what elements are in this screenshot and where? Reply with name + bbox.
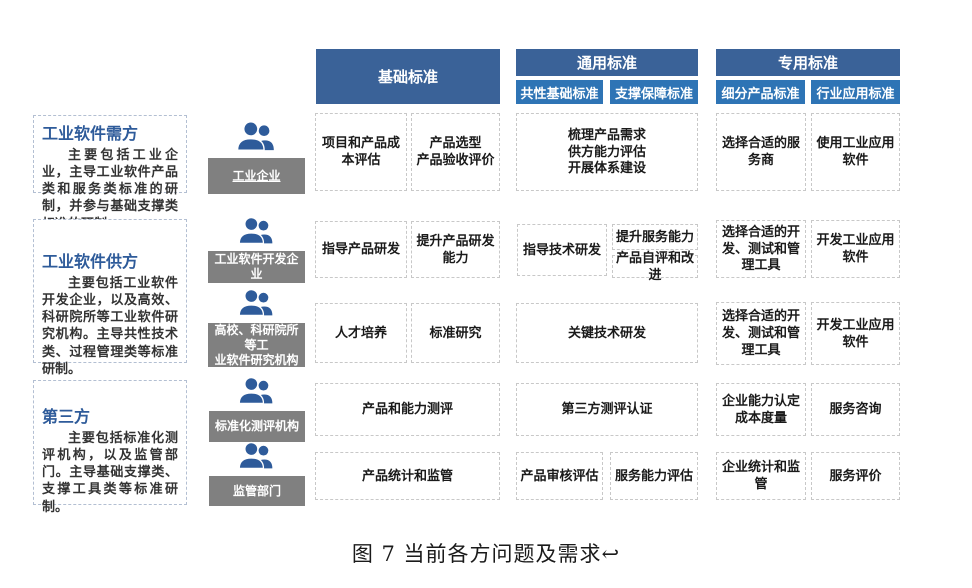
actor-label: 工业软件开发企业 <box>208 251 305 283</box>
role-desc: 主要包括标准化测评机构，以及监管部门。主导基础支撑类、支撑工具类等标准研制。 <box>42 430 178 514</box>
cell-r2-develop-software: 开发工业应用 软件 <box>811 220 900 278</box>
cell-r2-guide-tech-rd: 指导技术研发 <box>517 224 607 276</box>
role-desc: 主要包括工业软件开发企业，以及高效、科研院所等工业软件研究机构。主导共性技术类、… <box>42 275 178 376</box>
people-icon <box>236 376 278 410</box>
people-icon <box>236 216 278 250</box>
cell-r2-improve-rd-ability: 提升产品研发 能力 <box>411 221 500 278</box>
role-title: 第三方 <box>42 409 91 426</box>
header-special-standards: 专用标准 <box>716 49 900 76</box>
actor-label: 监管部门 <box>209 476 305 506</box>
cell-r2-self-eval-improve: 产品自评和改进 <box>612 250 698 282</box>
cell-r3-standard-research: 标准研究 <box>411 303 500 363</box>
actor-regulator: 监管部门 <box>209 441 305 506</box>
cell-r3-key-tech-rd: 关键技术研发 <box>516 303 698 363</box>
cell-r2-choose-dev-tools: 选择合适的开 发、测试和管 理工具 <box>716 220 806 278</box>
cell-r1-general-needs: 梳理产品需求 供方能力评估 开展体系建设 <box>516 113 698 191</box>
cell-r1-project-cost-eval: 项目和产品成 本评估 <box>315 113 407 191</box>
cell-r1-product-selection: 产品选型 产品验收评价 <box>411 113 500 191</box>
actor-research-institute: 高校、科研院所等工 业软件研究机构 <box>208 288 305 367</box>
cell-r3-develop-software: 开发工业应用 软件 <box>811 302 900 365</box>
subheader-industry-application-standards: 行业应用标准 <box>811 80 900 104</box>
subheader-support-guarantee-standards: 支撑保障标准 <box>610 80 698 104</box>
cell-r4-enterprise-ability: 企业能力认定 成本度量 <box>716 383 806 436</box>
subheader-segmented-product-standards: 细分产品标准 <box>716 80 805 104</box>
actor-testing-agency: 标准化测评机构 <box>209 376 305 442</box>
role-title: 工业软件需方 <box>42 126 139 143</box>
cell-r2-improve-service: 提升服务能力 <box>612 224 698 250</box>
actor-label: 工业企业 <box>208 158 305 194</box>
cell-r5-product-stats: 产品统计和监管 <box>315 452 500 500</box>
cell-r3-choose-dev-tools: 选择合适的开 发、测试和管 理工具 <box>716 302 806 365</box>
role-desc: 主要包括工业企业，主导工业软件产品类和服务类标准的研制，并参与基础支撑类标准的研… <box>42 147 178 231</box>
cell-r4-service-consulting: 服务咨询 <box>811 383 900 436</box>
cell-r4-third-party-cert: 第三方测评认证 <box>516 383 698 436</box>
figure-caption: 图 7 当前各方问题及需求↩ <box>351 542 621 566</box>
people-icon <box>236 441 278 475</box>
header-base-standards: 基础标准 <box>316 49 500 104</box>
cell-r5-service-ability-eval: 服务能力评估 <box>610 452 698 500</box>
role-title: 工业软件供方 <box>42 254 139 271</box>
cell-r5-enterprise-stats: 企业统计和监 管 <box>716 452 806 500</box>
actor-label: 高校、科研院所等工 业软件研究机构 <box>208 323 305 367</box>
actor-industrial-enterprise: 工业企业 <box>208 120 305 194</box>
cell-r5-service-rating: 服务评价 <box>811 452 900 500</box>
actor-label: 标准化测评机构 <box>209 411 305 442</box>
cell-r2-guide-product-rd: 指导产品研发 <box>315 221 407 278</box>
people-icon <box>236 288 278 322</box>
subheader-common-base-standards: 共性基础标准 <box>516 80 603 104</box>
header-general-standards: 通用标准 <box>516 49 698 76</box>
cell-r5-product-audit: 产品审核评估 <box>516 452 603 500</box>
cell-r3-talent-training: 人才培养 <box>315 303 407 363</box>
people-icon <box>234 120 280 157</box>
cell-r1-use-software: 使用工业应用 软件 <box>811 113 900 191</box>
actor-software-developer: 工业软件开发企业 <box>208 216 305 283</box>
cell-r1-choose-provider: 选择合适的服 务商 <box>716 113 806 191</box>
role-block-supply: 工业软件供方 主要包括工业软件开发企业，以及高效、科研院所等工业软件研究机构。主… <box>33 219 187 376</box>
cell-r4-product-ability-test: 产品和能力测评 <box>315 383 500 436</box>
role-block-third-party: 第三方 主要包括标准化测评机构，以及监管部门。主导基础支撑类、支撑工具类等标准研… <box>33 380 187 514</box>
role-block-demand: 工业软件需方 主要包括工业企业，主导工业软件产品类和服务类标准的研制，并参与基础… <box>33 115 187 231</box>
